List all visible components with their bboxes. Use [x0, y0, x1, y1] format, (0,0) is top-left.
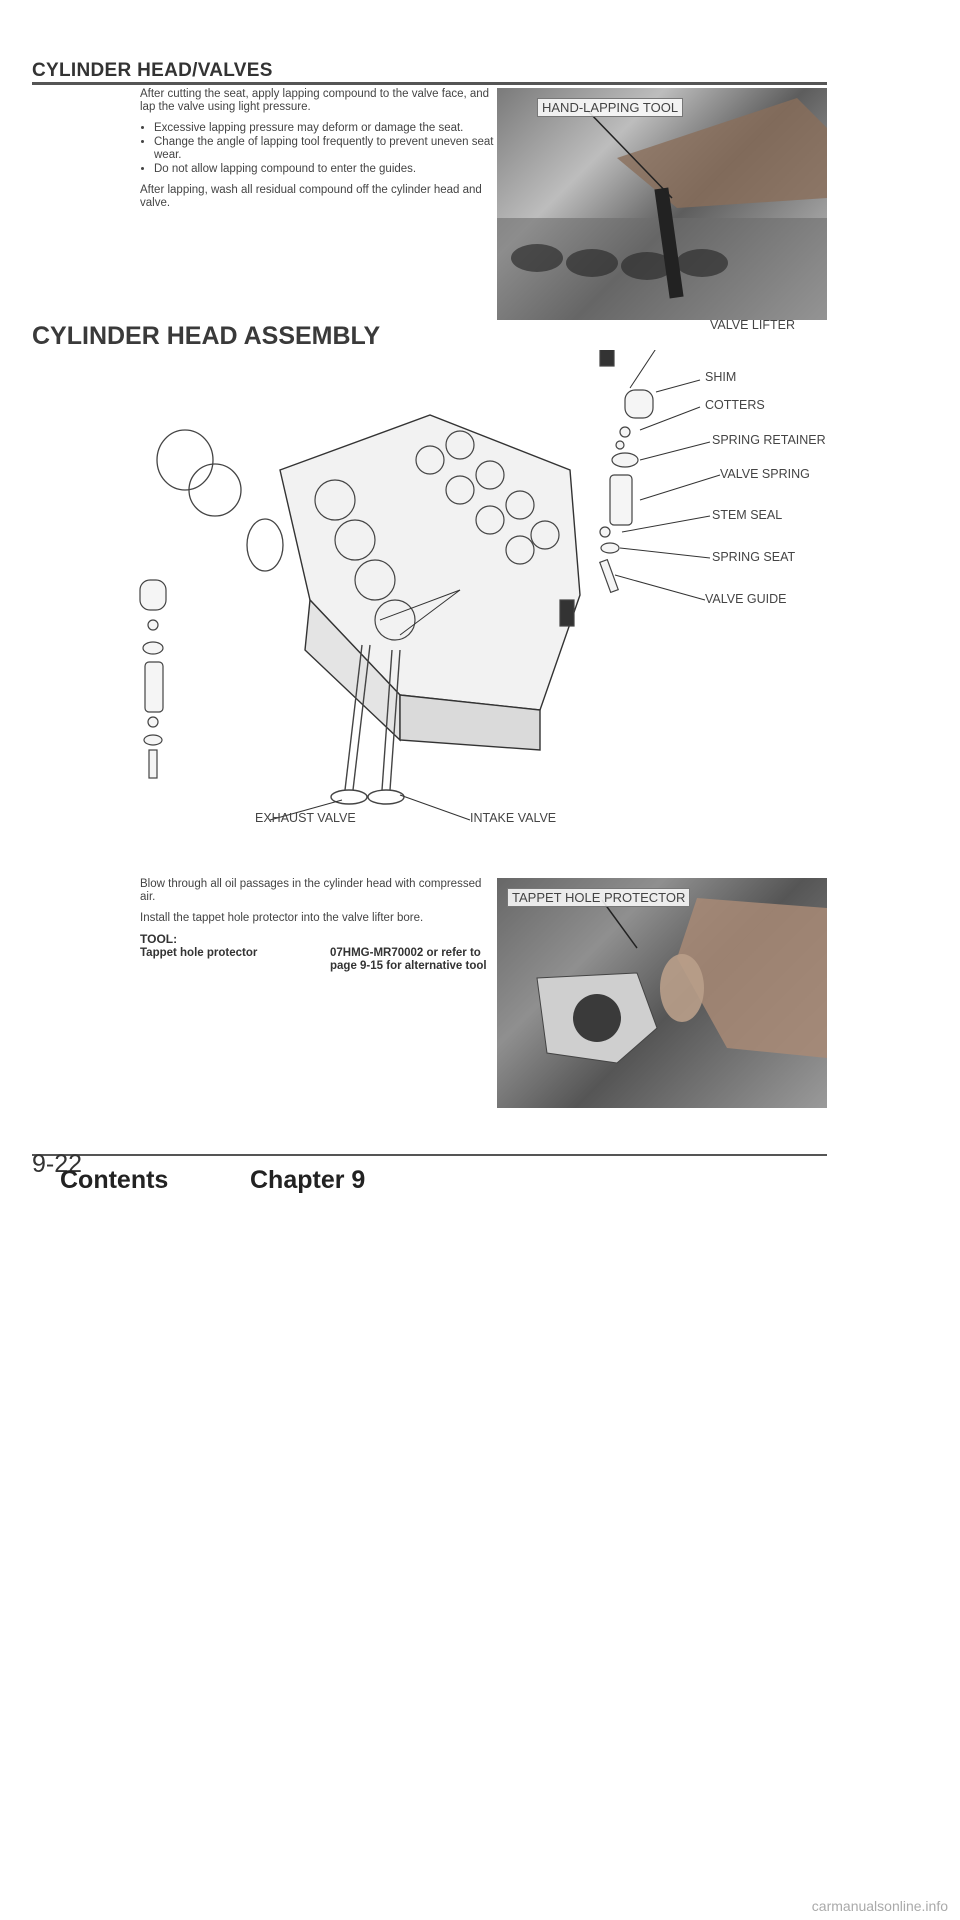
- lapping-bullet: Change the angle of lapping tool frequen…: [154, 136, 496, 162]
- label-shim: SHIM: [705, 370, 737, 384]
- lapping-bullet: Excessive lapping pressure may deform or…: [154, 122, 496, 135]
- hand-lapping-tool-label: HAND-LAPPING TOOL: [537, 98, 684, 117]
- label-cotters: COTTERS: [705, 398, 765, 412]
- tappet-text: Blow through all oil passages in the cyl…: [140, 878, 496, 973]
- label-valve-lifter: VALVE LIFTER: [710, 318, 795, 332]
- tappet-p2: Install the tappet hole protector into t…: [140, 912, 424, 924]
- lapping-intro: After cutting the seat, apply lapping co…: [140, 88, 490, 113]
- tappet-p1: Blow through all oil passages in the cyl…: [140, 878, 482, 903]
- label-valve-spring: VALVE SPRING: [720, 467, 810, 481]
- page-header-title: CYLINDER HEAD/VALVES: [32, 60, 273, 81]
- label-valve-guide: VALVE GUIDE: [705, 592, 787, 606]
- lapping-after: After lapping, wash all residual compoun…: [140, 184, 482, 209]
- header-rule: [32, 82, 827, 85]
- lapping-bullet: Do not allow lapping compound to enter t…: [154, 163, 496, 176]
- contents-link[interactable]: Contents: [60, 1166, 169, 1194]
- tool-heading: TOOL:: [140, 932, 178, 946]
- tool-name: Tappet hole protector: [140, 947, 258, 959]
- lapping-text: After cutting the seat, apply lapping co…: [140, 88, 496, 218]
- label-spring-retainer: SPRING RETAINER: [712, 433, 826, 447]
- cylinder-head-exploded-diagram: [139, 350, 721, 821]
- label-stem-seal: STEM SEAL: [712, 508, 783, 522]
- chapter-9-link[interactable]: Chapter 9: [250, 1166, 366, 1194]
- label-intake-valve: INTAKE VALVE: [470, 811, 557, 825]
- watermark: carmanualsonline.info: [811, 1898, 948, 1914]
- tappet-photo-illustration: [497, 878, 827, 1108]
- hand-lapping-photo: HAND-LAPPING TOOL: [497, 88, 827, 320]
- lapping-photo-illustration: [497, 98, 827, 320]
- footer-rule: [32, 1154, 827, 1156]
- label-exhaust-valve: EXHAUST VALVE: [255, 811, 356, 825]
- tool-number: 07HMG-MR70002 or refer to page 9-15 for …: [330, 947, 487, 972]
- label-spring-seat: SPRING SEAT: [712, 550, 796, 564]
- section-title: CYLINDER HEAD ASSEMBLY: [32, 322, 381, 350]
- page-number: 9-22: [32, 1150, 83, 1178]
- lapping-bullets: Excessive lapping pressure may deform or…: [140, 122, 496, 176]
- tappet-hole-protector-label: TAPPET HOLE PROTECTOR: [507, 888, 691, 907]
- tappet-hole-protector-photo: TAPPET HOLE PROTECTOR: [497, 878, 827, 1108]
